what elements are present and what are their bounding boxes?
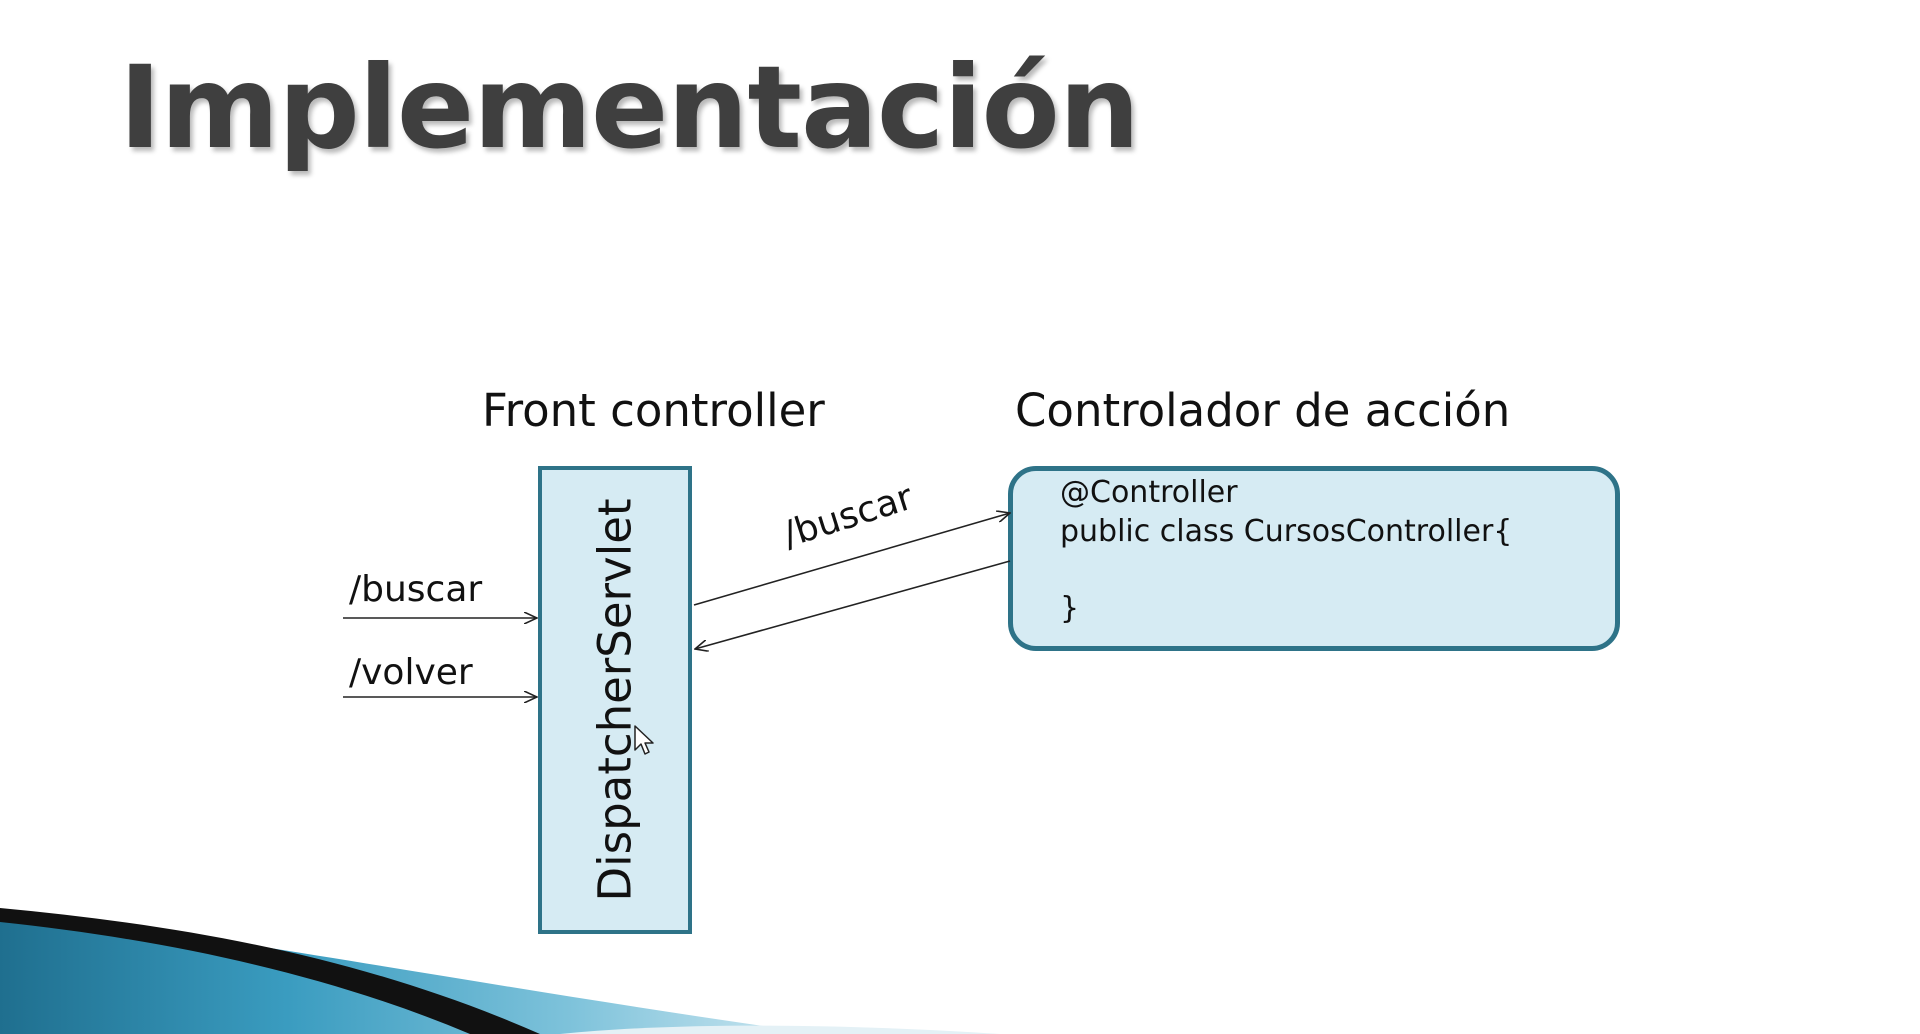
code-closing-brace-line: } bbox=[1060, 591, 1080, 626]
code-class-declaration-line: public class CursosController{ bbox=[1060, 514, 1513, 549]
forward-arrow-to-controller bbox=[693, 513, 1010, 606]
incoming-route-buscar-label: /buscar bbox=[349, 569, 483, 610]
front-controller-heading: Front controller bbox=[482, 384, 825, 437]
slide-title: Implementación bbox=[119, 41, 1140, 174]
action-controller-heading: Controlador de acción bbox=[1015, 384, 1511, 437]
dispatcher-servlet-box bbox=[538, 466, 692, 934]
action-controller-box bbox=[1008, 466, 1620, 651]
code-annotation-line: @Controller bbox=[1060, 475, 1238, 510]
incoming-route-volver-label: /volver bbox=[349, 652, 473, 693]
mouse-pointer-icon bbox=[634, 725, 654, 755]
return-arrow-to-dispatcher bbox=[695, 560, 1011, 649]
